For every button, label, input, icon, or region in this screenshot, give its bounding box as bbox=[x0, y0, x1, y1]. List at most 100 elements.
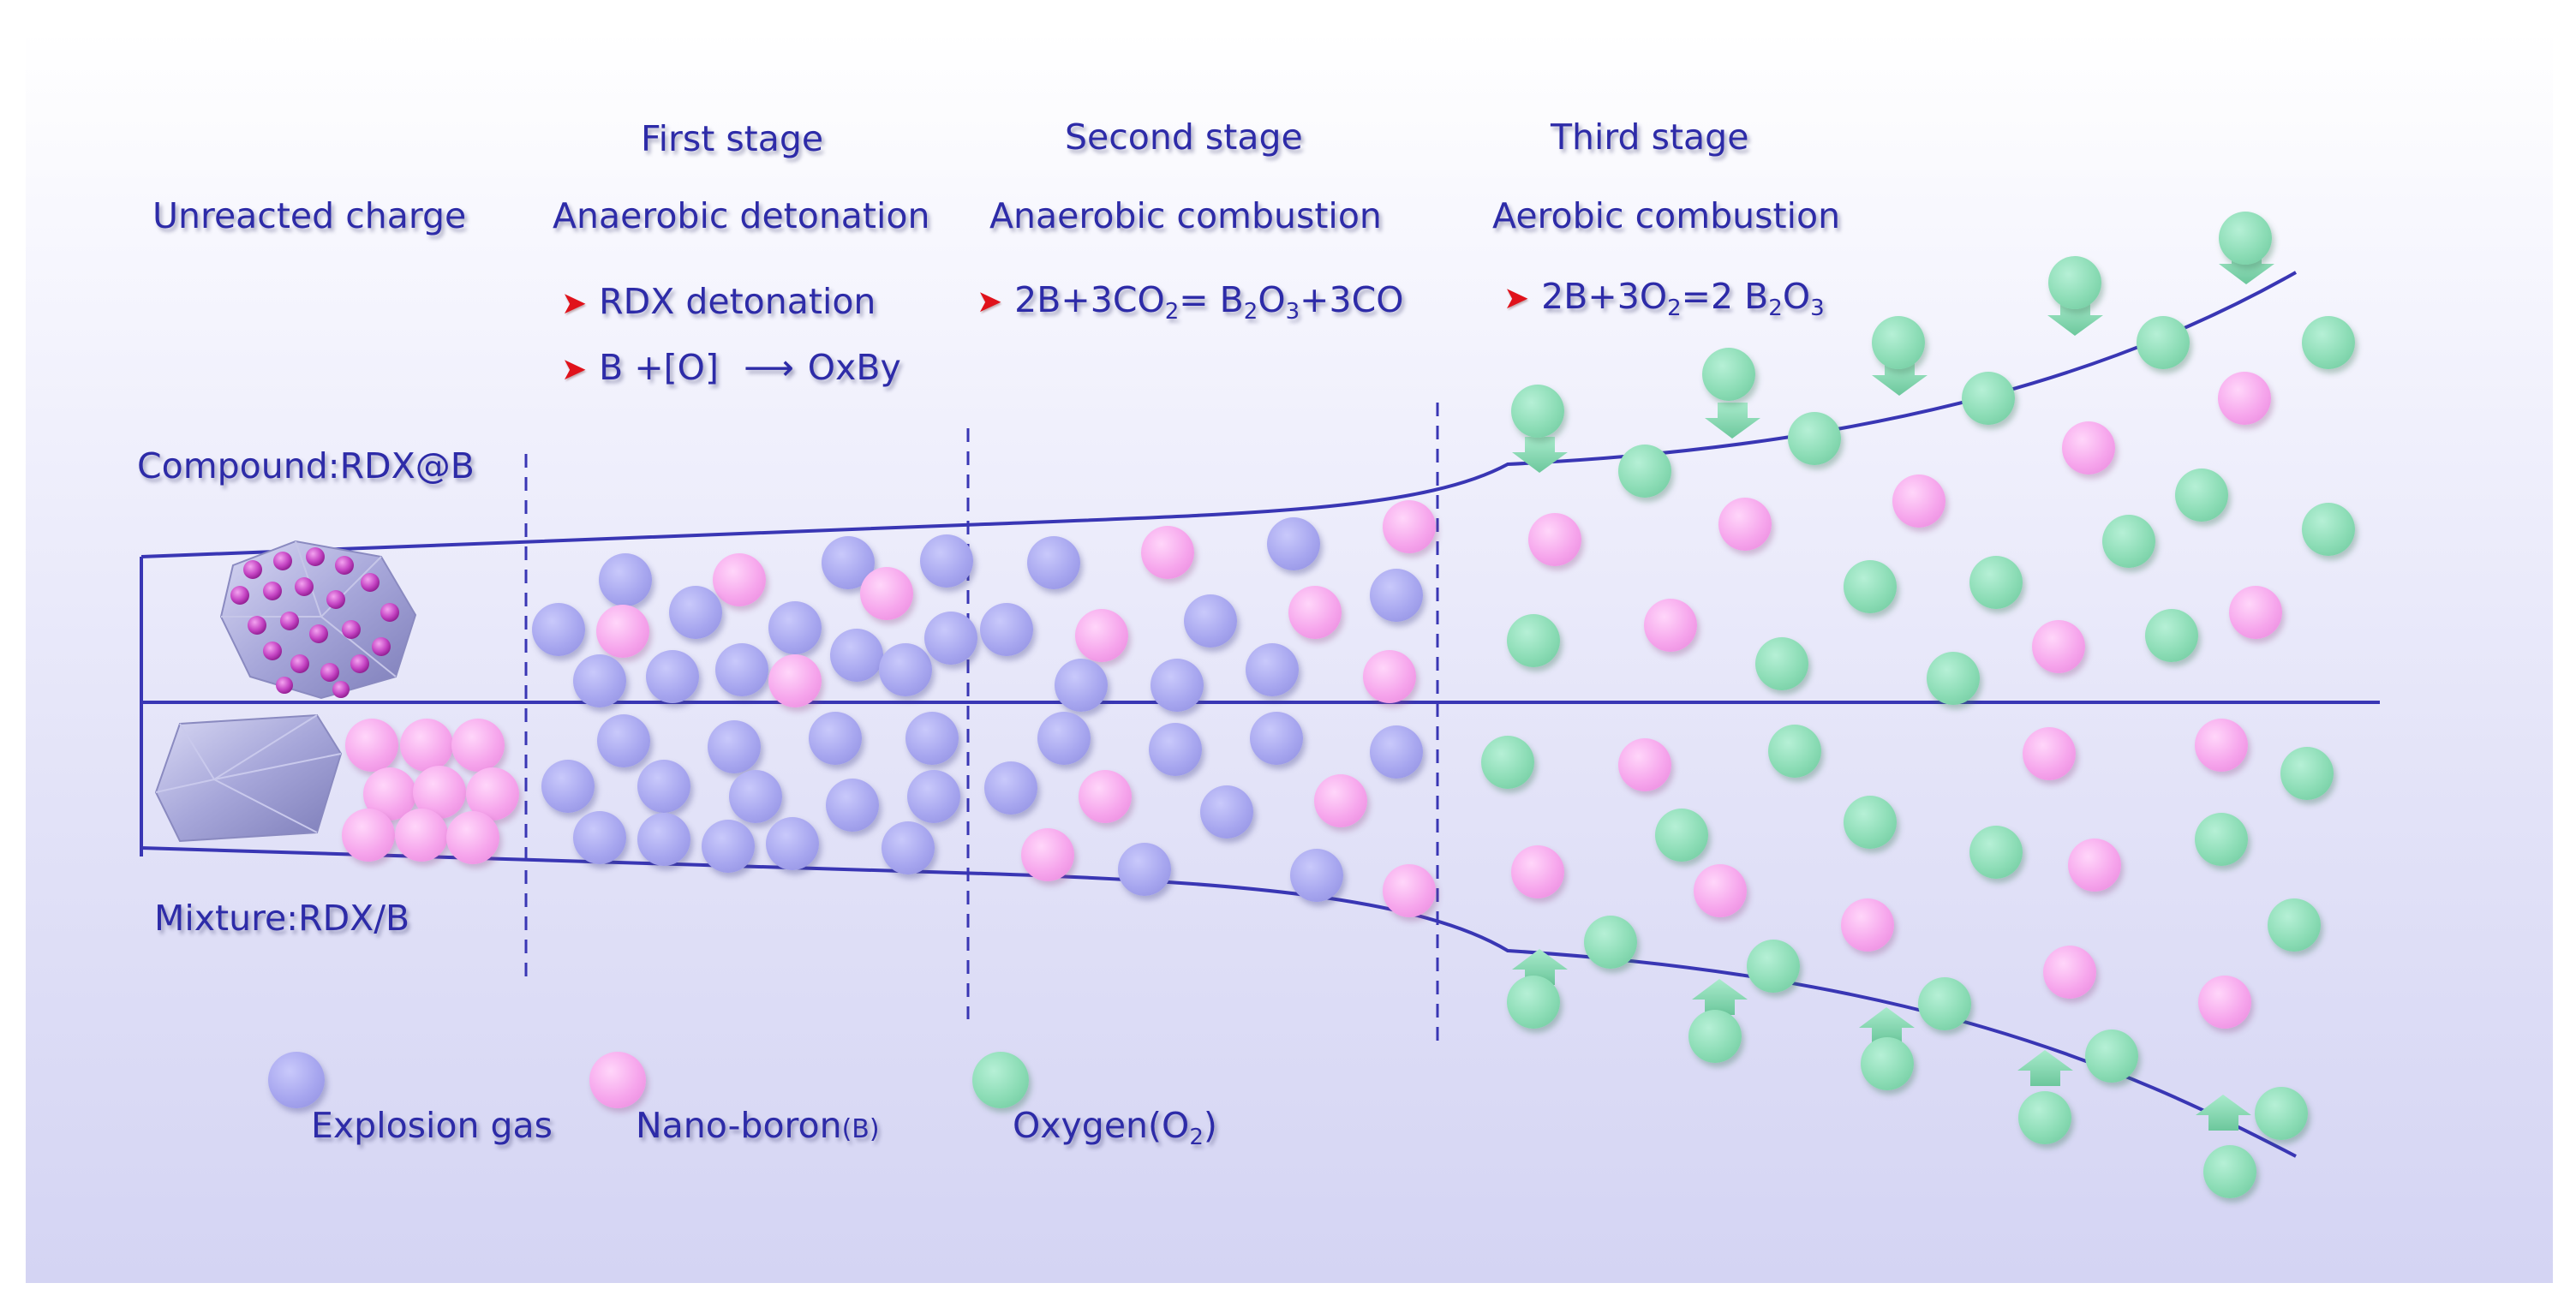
rdx-boron-coated-crystal-icon bbox=[219, 540, 417, 700]
explosion-gas-particle bbox=[984, 761, 1037, 815]
stage2-title: Second stage bbox=[1065, 116, 1303, 158]
explosion-gas-particle bbox=[702, 820, 755, 873]
stage3-title: Third stage bbox=[1551, 116, 1749, 158]
explosion-gas-particle bbox=[669, 586, 722, 639]
explosion-gas-particle bbox=[1149, 723, 1202, 776]
explosion-gas-particle bbox=[573, 811, 626, 864]
explosion-gas-particle bbox=[1290, 849, 1343, 902]
explosion-gas-particle bbox=[1250, 712, 1303, 765]
oxygen-particle bbox=[1747, 940, 1800, 993]
explosion-gas-particle bbox=[637, 813, 690, 866]
nano-boron-particle bbox=[1383, 864, 1436, 917]
explosion-gas-particle bbox=[708, 720, 761, 773]
legend-boron-swatch bbox=[589, 1052, 646, 1108]
explosion-gas-particle bbox=[637, 760, 690, 813]
nano-boron-particle bbox=[768, 654, 822, 707]
stage1-title: First stage bbox=[641, 118, 824, 159]
explosion-gas-particle bbox=[1055, 659, 1108, 712]
oxygen-particle bbox=[1788, 412, 1841, 465]
nano-boron-particle bbox=[2043, 946, 2096, 999]
explosion-gas-particle bbox=[980, 603, 1033, 656]
oxygen-particle bbox=[1481, 736, 1534, 789]
oxygen-particle bbox=[1969, 556, 2023, 609]
nano-boron-particle bbox=[1841, 898, 1894, 952]
oxygen-particle bbox=[1844, 560, 1897, 613]
explosion-gas-particle bbox=[715, 643, 768, 696]
oxygen-particle bbox=[1962, 372, 2015, 425]
oxygen-particle bbox=[2302, 503, 2355, 556]
stage3-reaction: ➤2B+3O2=2 B2O3 bbox=[1503, 276, 1825, 321]
oxygen-particle bbox=[2085, 1029, 2138, 1083]
explosion-gas-particle bbox=[924, 612, 977, 665]
explosion-gas-particle bbox=[1200, 785, 1253, 839]
oxygen-particle bbox=[1918, 977, 1971, 1030]
nano-boron-particle bbox=[1314, 774, 1367, 827]
legend-oxygen-swatch bbox=[972, 1052, 1029, 1108]
explosion-gas-particle bbox=[646, 650, 699, 703]
bullet-arrow-icon: ➤ bbox=[561, 352, 588, 387]
explosion-gas-particle bbox=[1037, 712, 1091, 765]
oxygen-particle bbox=[1688, 1010, 1742, 1063]
stage2-reaction: ➤2B+3CO2= B2O3+3CO bbox=[977, 279, 1404, 325]
explosion-gas-particle bbox=[1246, 643, 1299, 696]
explosion-gas-particle bbox=[1118, 843, 1171, 896]
explosion-gas-particle bbox=[907, 770, 960, 823]
nano-boron-particle bbox=[1141, 526, 1194, 579]
explosion-gas-particle bbox=[830, 629, 883, 682]
nano-boron-particle bbox=[342, 809, 395, 862]
nano-boron-particle bbox=[2032, 620, 2085, 673]
oxygen-particle bbox=[1844, 796, 1897, 849]
nano-boron-particle bbox=[2195, 719, 2248, 772]
stage3-subtitle: Aerobic combustion bbox=[1492, 195, 1841, 236]
explosion-gas-particle bbox=[599, 553, 652, 606]
nano-boron-particle bbox=[1694, 864, 1747, 917]
stage1-reaction-b: ➤B +[O] ⟶OxBy bbox=[561, 347, 901, 388]
nano-boron-particle bbox=[1511, 845, 1564, 898]
explosion-gas-particle bbox=[1267, 517, 1320, 570]
nano-boron-particle bbox=[1075, 609, 1128, 662]
oxygen-particle bbox=[2048, 256, 2101, 309]
explosion-gas-particle bbox=[766, 817, 819, 870]
explosion-gas-particle bbox=[826, 779, 879, 832]
oxygen-particle bbox=[1969, 826, 2023, 879]
explosion-gas-particle bbox=[768, 601, 822, 654]
nano-boron-particle bbox=[446, 811, 499, 864]
explosion-gas-particle bbox=[879, 643, 932, 696]
bullet-arrow-icon: ➤ bbox=[561, 286, 588, 321]
explosion-gas-particle bbox=[1027, 536, 1080, 589]
oxygen-particle bbox=[1511, 385, 1564, 438]
oxygen-particle bbox=[2195, 813, 2248, 866]
explosion-gas-particle bbox=[597, 714, 650, 767]
nano-boron-particle bbox=[1363, 650, 1416, 703]
nano-boron-particle bbox=[400, 719, 453, 772]
nano-boron-particle bbox=[1383, 500, 1436, 553]
oxygen-particle bbox=[1768, 725, 1821, 778]
oxygen-particle bbox=[2302, 316, 2355, 369]
oxygen-particle bbox=[1507, 976, 1560, 1029]
nano-boron-particle bbox=[451, 719, 505, 772]
stage1-reaction-a: ➤RDX detonation bbox=[561, 281, 876, 322]
oxygen-particle bbox=[1755, 637, 1808, 690]
explosion-gas-particle bbox=[1184, 594, 1237, 648]
nano-boron-particle bbox=[2062, 421, 2115, 474]
oxygen-particle bbox=[1927, 652, 1980, 705]
oxygen-particle bbox=[2268, 898, 2321, 952]
nano-boron-particle bbox=[2198, 976, 2251, 1029]
oxygen-particle bbox=[1872, 316, 1925, 369]
nano-boron-particle bbox=[345, 719, 398, 772]
explosion-gas-particle bbox=[532, 603, 585, 656]
nano-boron-particle bbox=[1021, 828, 1074, 881]
oxygen-particle bbox=[2175, 468, 2228, 522]
stage1-subtitle: Anaerobic detonation bbox=[553, 195, 930, 236]
oxygen-particle bbox=[1584, 916, 1637, 969]
oxygen-particle bbox=[1507, 614, 1560, 667]
nano-boron-particle bbox=[596, 605, 649, 658]
nano-boron-particle bbox=[1644, 599, 1697, 652]
nano-boron-particle bbox=[1288, 586, 1342, 639]
explosion-gas-particle bbox=[1151, 659, 1204, 712]
nano-boron-particle bbox=[1618, 738, 1671, 791]
nano-boron-particle bbox=[713, 553, 766, 606]
reaction-arrow-icon: ⟶ bbox=[744, 347, 794, 388]
nano-boron-particle bbox=[1528, 513, 1581, 566]
